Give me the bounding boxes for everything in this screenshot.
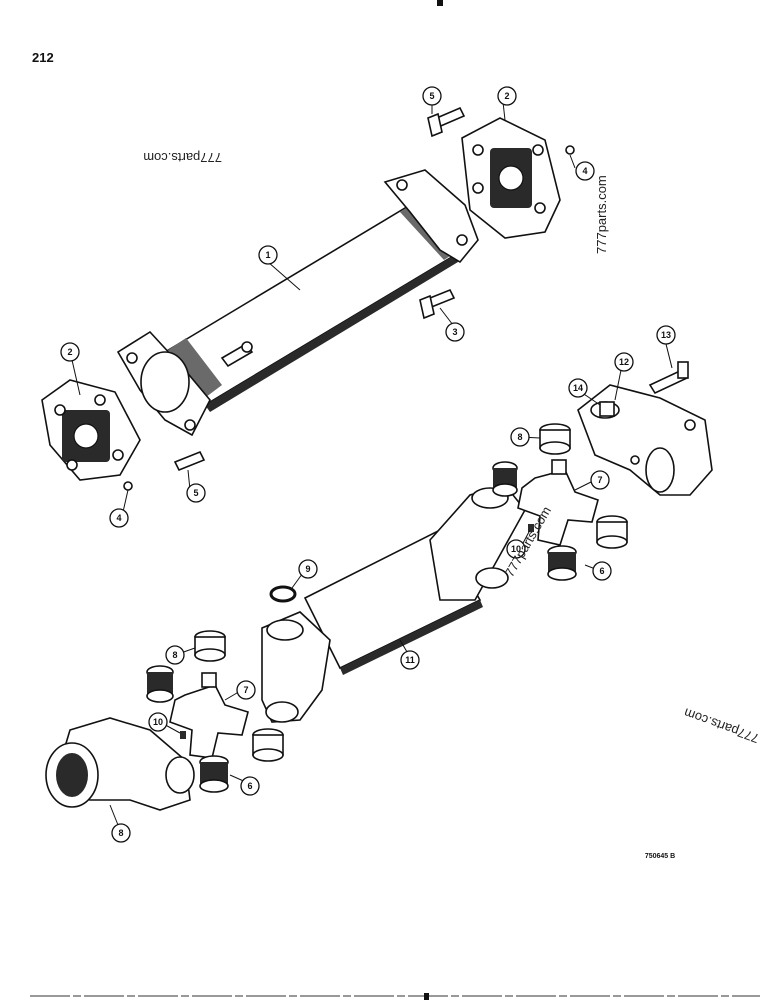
callout-1: 1	[258, 245, 278, 265]
bottom-mark	[424, 993, 429, 1000]
svg-text:4: 4	[582, 166, 587, 176]
callout-8b: 8	[165, 645, 185, 665]
svg-text:7: 7	[243, 685, 248, 695]
bolts-upper	[123, 106, 575, 491]
callout-12: 12	[614, 352, 634, 372]
svg-text:10: 10	[511, 544, 521, 554]
svg-text:2: 2	[504, 91, 509, 101]
cross-bearing-left	[169, 672, 249, 759]
callout-10a: 10	[506, 539, 526, 559]
callout-8a: 8	[510, 427, 530, 447]
svg-text:13: 13	[661, 330, 671, 340]
callout-8c: 8	[111, 823, 131, 843]
svg-text:1: 1	[265, 250, 270, 260]
callout-6b: 6	[240, 776, 260, 796]
callout-7b: 7	[236, 680, 256, 700]
lube-fitting-right	[528, 524, 534, 532]
svg-text:2: 2	[67, 347, 72, 357]
page-number: 212	[32, 50, 54, 65]
watermark-right-vertical: 777parts.com	[594, 175, 609, 254]
bearing-housing	[577, 361, 713, 496]
callout-2a: 2	[497, 86, 517, 106]
watermark-bottom-right: 777parts.com	[682, 705, 761, 746]
svg-text:6: 6	[599, 566, 604, 576]
end-yoke-splined	[45, 717, 195, 811]
svg-text:7: 7	[597, 475, 602, 485]
callout-11: 11	[400, 650, 420, 670]
figure-code: 750645 B	[645, 853, 675, 860]
watermark-top-left: 777parts.com	[143, 150, 222, 165]
callout-2b: 2	[60, 342, 80, 362]
callout-5b: 5	[186, 483, 206, 503]
callout-3: 3	[445, 322, 465, 342]
snap-ring	[269, 585, 297, 603]
svg-text:6: 6	[247, 781, 252, 791]
callout-5a: 5	[422, 86, 442, 106]
svg-text:4: 4	[116, 513, 121, 523]
svg-text:8: 8	[118, 828, 123, 838]
bearing-cups	[146, 423, 628, 793]
svg-text:9: 9	[305, 564, 310, 574]
universal-joint-upper-right	[461, 117, 561, 239]
callout-4b: 4	[109, 508, 129, 528]
svg-text:8: 8	[517, 432, 522, 442]
svg-text:11: 11	[405, 655, 415, 665]
callout-10b: 10	[148, 712, 168, 732]
callout-6a: 6	[592, 561, 612, 581]
svg-text:3: 3	[452, 327, 457, 337]
svg-text:14: 14	[573, 383, 583, 393]
callout-14: 14	[568, 378, 588, 398]
callout-13: 13	[656, 325, 676, 345]
lube-fitting-left	[180, 731, 186, 739]
svg-text:10: 10	[153, 717, 163, 727]
svg-text:8: 8	[172, 650, 177, 660]
callout-4a: 4	[575, 161, 595, 181]
callout-7a: 7	[590, 470, 610, 490]
lower-drive-shaft	[261, 484, 526, 723]
svg-text:5: 5	[193, 488, 198, 498]
callout-9: 9	[298, 559, 318, 579]
svg-text:12: 12	[619, 357, 629, 367]
top-mark	[437, 0, 443, 6]
universal-joint-upper-left	[41, 379, 141, 481]
upper-drive-shaft	[116, 169, 479, 437]
cross-bearing-right	[517, 459, 599, 546]
svg-text:5: 5	[429, 91, 434, 101]
